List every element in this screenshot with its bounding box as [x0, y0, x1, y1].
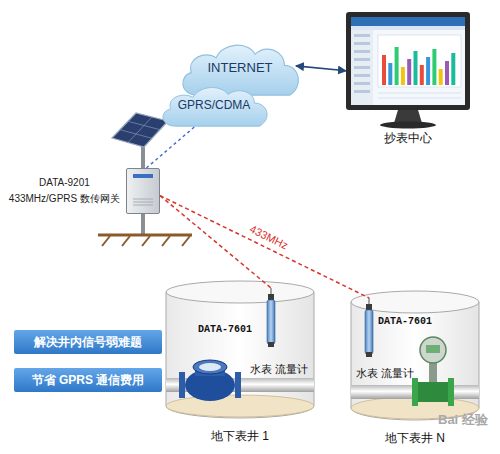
monitor-base	[380, 122, 436, 129]
cloud-label: GPRS/CDMA	[178, 98, 251, 112]
solar-grid	[128, 117, 152, 143]
internet-link-arrow	[296, 66, 346, 71]
meter-well: 地下表井 NDATA-7601	[350, 290, 480, 422]
gateway-label: 433MHz/GPRS 数传网关	[9, 191, 120, 207]
gprs-cloud: GPRS/CDMA	[156, 82, 273, 130]
ground-line	[98, 234, 192, 237]
solar-panel	[112, 113, 168, 147]
meter-label: 水表 流量计	[356, 366, 414, 381]
center-label: 抄表中心	[326, 130, 490, 147]
meter-label-holder: 水表 流量计	[356, 366, 414, 381]
monitor-screen	[351, 17, 465, 105]
gateway-face	[127, 169, 159, 213]
gateway-caption: DATA-9201433MHz/GPRS 数传网关	[9, 175, 120, 207]
edge-label: 433MHz	[247, 222, 293, 253]
device-label: DATA-7601	[198, 324, 252, 335]
device-caption: DATA-7601	[198, 324, 252, 335]
button-label: 解决井内信号弱难题	[34, 334, 142, 351]
tube-holder	[266, 288, 276, 348]
watermark-holder: Bai 经验	[438, 411, 488, 429]
well-label: 地下表井 1	[145, 428, 335, 445]
button-label: 节省 GPRS 通信费用	[32, 372, 145, 389]
meter-label: 水表 流量计	[250, 362, 308, 377]
monitor-stand	[394, 110, 422, 123]
feature-button: 解决井内信号弱难题	[14, 330, 162, 354]
edge-label-holder: 433MHz	[247, 222, 293, 253]
radio-link	[160, 196, 369, 298]
well-caption: 地下表井 1	[145, 428, 335, 445]
ground-hatch	[102, 236, 190, 246]
transmitter-tube	[364, 298, 374, 358]
data-7601-device: DATA-7601	[198, 288, 280, 350]
well-label: 地下表井 N	[330, 430, 500, 447]
meter-well: 地下表井 1DATA-7601	[165, 280, 315, 420]
gprs-link	[146, 125, 196, 168]
watermark: Bai 经验	[438, 411, 488, 429]
reading-center-monitor: 抄表中心	[346, 12, 470, 110]
tube-holder	[364, 298, 374, 358]
well-caption: 地下表井 N	[330, 430, 500, 447]
device-label: DATA-7601	[378, 316, 432, 327]
gateway-label: DATA-9201	[9, 175, 120, 191]
gateway-box: DATA-9201433MHz/GPRS 数传网关	[126, 168, 160, 214]
monitor-caption: 抄表中心	[326, 130, 490, 147]
data-7601-device: DATA-7601	[362, 298, 442, 358]
feature-button: 节省 GPRS 通信费用	[14, 368, 162, 392]
transmitter-tube	[266, 288, 276, 348]
cloud-label: INTERNET	[208, 60, 273, 75]
device-caption: DATA-7601	[378, 316, 432, 327]
well-shape	[165, 280, 315, 420]
meter-label-holder: 水表 流量计	[250, 362, 308, 377]
